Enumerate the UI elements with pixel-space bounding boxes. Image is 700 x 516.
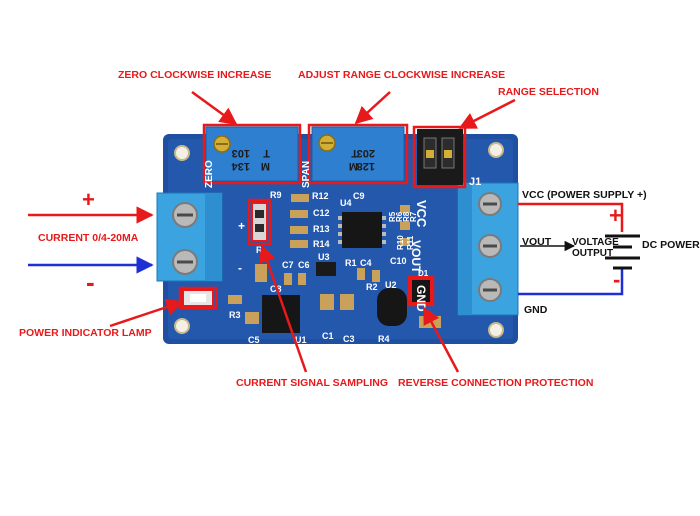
- highlight-boxes: [178, 123, 467, 310]
- silk-c10: C10: [390, 256, 407, 266]
- silk-c12: C12: [313, 208, 330, 218]
- silk-minus: -: [238, 261, 242, 275]
- label-reverse-protection: REVERSE CONNECTION PROTECTION: [398, 377, 594, 389]
- sampling-resistor: [251, 202, 268, 242]
- silk-c3: C3: [343, 334, 355, 344]
- silk-r1: R1: [345, 258, 357, 268]
- zero-pot-text-2: T: [263, 147, 270, 159]
- silk-r6: R6: [395, 211, 404, 222]
- silk-u2: U2: [385, 280, 397, 290]
- input-minus-sign: -: [86, 267, 95, 297]
- silk-vcc: VCC: [414, 200, 429, 228]
- op-amp-chip-u4: [338, 212, 386, 248]
- label-range-selection: RANGE SELECTION: [498, 86, 599, 98]
- label-adjust-range: ADJUST RANGE CLOCKWISE INCREASE: [298, 69, 506, 81]
- silk-r11: R11: [406, 235, 415, 250]
- silk-c6: C6: [298, 260, 310, 270]
- silk-c4: C4: [360, 258, 372, 268]
- span-potentiometer: 203 T M 128: [311, 126, 405, 182]
- silk-r12: R12: [312, 191, 329, 201]
- label-gnd: GND: [524, 304, 548, 316]
- zero-potentiometer: 103 T M 134: [205, 126, 299, 182]
- silk-r3: R3: [229, 310, 241, 320]
- label-voltage-line1: VOLTAGE: [572, 237, 619, 248]
- silk-u4: U4: [340, 198, 352, 208]
- silk-gnd: GND: [414, 285, 428, 312]
- silk-r2: R2: [366, 282, 378, 292]
- silk-c5: C5: [248, 335, 260, 345]
- silk-c1: C1: [322, 331, 334, 341]
- range-jumper: [417, 129, 463, 185]
- battery-minus-sign: -: [613, 267, 621, 292]
- output-wiring: [518, 202, 624, 296]
- silk-d1: D1: [418, 269, 429, 278]
- reverse-diode: [410, 278, 432, 304]
- label-current-sampling: CURRENT SIGNAL SAMPLING: [236, 377, 389, 389]
- span-pot-text-2: T: [351, 147, 358, 159]
- silk-r4: R4: [378, 334, 390, 344]
- silk-span: SPAN: [301, 161, 312, 188]
- label-dc-power: DC POWER: [642, 239, 700, 251]
- silk-r9: R9: [270, 190, 282, 200]
- label-current-input: CURRENT 0/4-20MA: [38, 232, 139, 244]
- silk-c7: C7: [282, 260, 294, 270]
- label-vcc: VCC (POWER SUPPLY +): [522, 189, 647, 201]
- label-zero-clockwise: ZERO CLOCKWISE INCREASE: [118, 69, 272, 81]
- zero-pot-text-3: M: [261, 160, 270, 172]
- silk-r8: R8: [402, 211, 411, 222]
- silk-u1: U1: [295, 335, 307, 345]
- input-plus-sign: +: [82, 187, 95, 212]
- label-voltage-output: VOLTAGE OUTPUT: [572, 237, 619, 259]
- label-power-indicator: POWER INDICATOR LAMP: [19, 327, 152, 339]
- zero-pot-text-4: 134: [231, 160, 250, 172]
- span-pot-text-4: 128: [357, 160, 375, 172]
- span-pot-text-1: 203: [357, 147, 375, 159]
- span-pot-text-3: M: [349, 160, 358, 172]
- silk-r10: R10: [396, 235, 405, 250]
- chip-u3: [316, 262, 336, 276]
- label-vout: VOUT: [522, 236, 552, 248]
- output-terminal-block: [457, 182, 519, 316]
- silk-r7: R7: [409, 211, 418, 222]
- silk-u3: U3: [318, 252, 330, 262]
- silk-r5: R5: [388, 211, 397, 222]
- silk-vout: VOUT: [409, 240, 423, 274]
- callout-arrows: [28, 90, 516, 373]
- battery-symbol: [605, 234, 640, 270]
- silk-j1: J1: [469, 176, 481, 188]
- zero-pot-text-1: 103: [232, 147, 250, 159]
- silk-plus: +: [238, 219, 245, 233]
- input-terminal-block: [156, 192, 223, 282]
- silk-r13: R13: [313, 224, 330, 234]
- silk-c9: C9: [353, 191, 365, 201]
- label-voltage-line2: OUTPUT: [572, 248, 614, 259]
- battery-plus-sign: +: [609, 203, 622, 228]
- silk-zero: ZERO: [204, 160, 215, 188]
- transistor-u2: [377, 288, 407, 326]
- silk-r14: R14: [313, 239, 330, 249]
